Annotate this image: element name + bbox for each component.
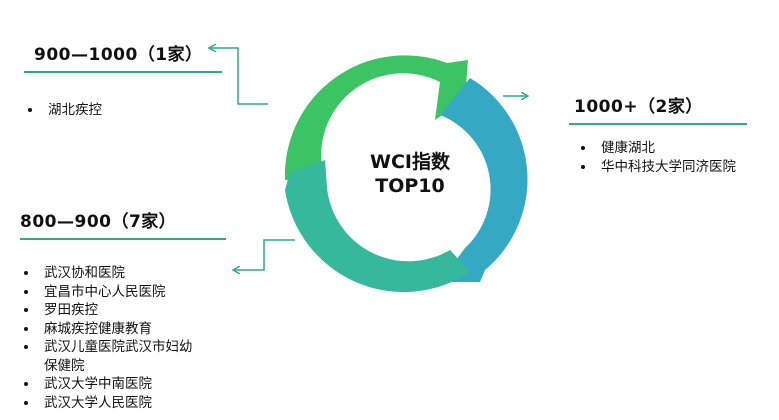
- bullet-icon: [581, 164, 585, 169]
- group-1000-plus-rule: [569, 123, 747, 125]
- list-item: 罗田疾控: [20, 301, 226, 320]
- bullet-icon: [24, 326, 28, 331]
- connector-900: [210, 48, 268, 105]
- group-900-1000: 900—1000（1家） 湖北疾控: [24, 40, 222, 120]
- list-item: 武汉儿童医院武汉市妇幼: [20, 338, 226, 357]
- cycle-arc-teal: [285, 160, 470, 293]
- list-item: 武汉大学中南医院: [20, 375, 226, 394]
- group-900-1000-rule: [24, 71, 222, 73]
- list-item: 湖北疾控: [24, 101, 222, 120]
- center-label-line1: WCI指数: [370, 151, 450, 173]
- list-item: 武汉大学人民医院: [20, 394, 226, 413]
- bullet-icon: [24, 382, 28, 386]
- bullet-icon: [581, 146, 585, 150]
- group-900-1000-list: 湖北疾控: [24, 101, 222, 120]
- group-800-900-rule: [20, 238, 226, 240]
- list-item: 武汉协和医院: [20, 264, 226, 283]
- cycle-arc-green: [284, 55, 468, 180]
- bullet-icon: [24, 271, 28, 275]
- connector-800: [234, 239, 295, 270]
- group-800-900: 800—900（7家） 武汉协和医院 宜昌市中心人民医院 罗田疾控 麻城疾控健康…: [20, 207, 226, 412]
- bullet-icon: [24, 289, 28, 294]
- group-1000-plus-list: 健康湖北 华中科技大学同济医院: [577, 139, 747, 176]
- bullet-icon: [24, 308, 28, 312]
- group-800-900-list: 武汉协和医院 宜昌市中心人民医院 罗田疾控 麻城疾控健康教育 武汉儿童医院武汉市…: [20, 264, 226, 412]
- list-item: 健康湖北: [577, 139, 747, 158]
- bullet-icon: [24, 345, 28, 349]
- cycle-arc-blue: [440, 78, 528, 282]
- group-1000-plus-heading: 1000+（2家）: [574, 97, 703, 117]
- group-800-900-heading: 800—900（7家）: [20, 212, 177, 232]
- list-item: 华中科技大学同济医院: [577, 158, 747, 177]
- list-item: 宜昌市中心人民医院: [20, 283, 226, 302]
- center-label: WCI指数 TOP10: [350, 150, 470, 198]
- bullet-icon: [24, 400, 28, 405]
- list-item: 麻城疾控健康教育: [20, 320, 226, 339]
- list-item-continuation: 保健院: [44, 357, 85, 374]
- center-label-line2: TOP10: [375, 175, 445, 197]
- group-1000-plus: 1000+（2家） 健康湖北 华中科技大学同济医院: [569, 92, 747, 176]
- group-900-1000-heading: 900—1000（1家）: [34, 45, 203, 65]
- bullet-icon: [28, 108, 32, 112]
